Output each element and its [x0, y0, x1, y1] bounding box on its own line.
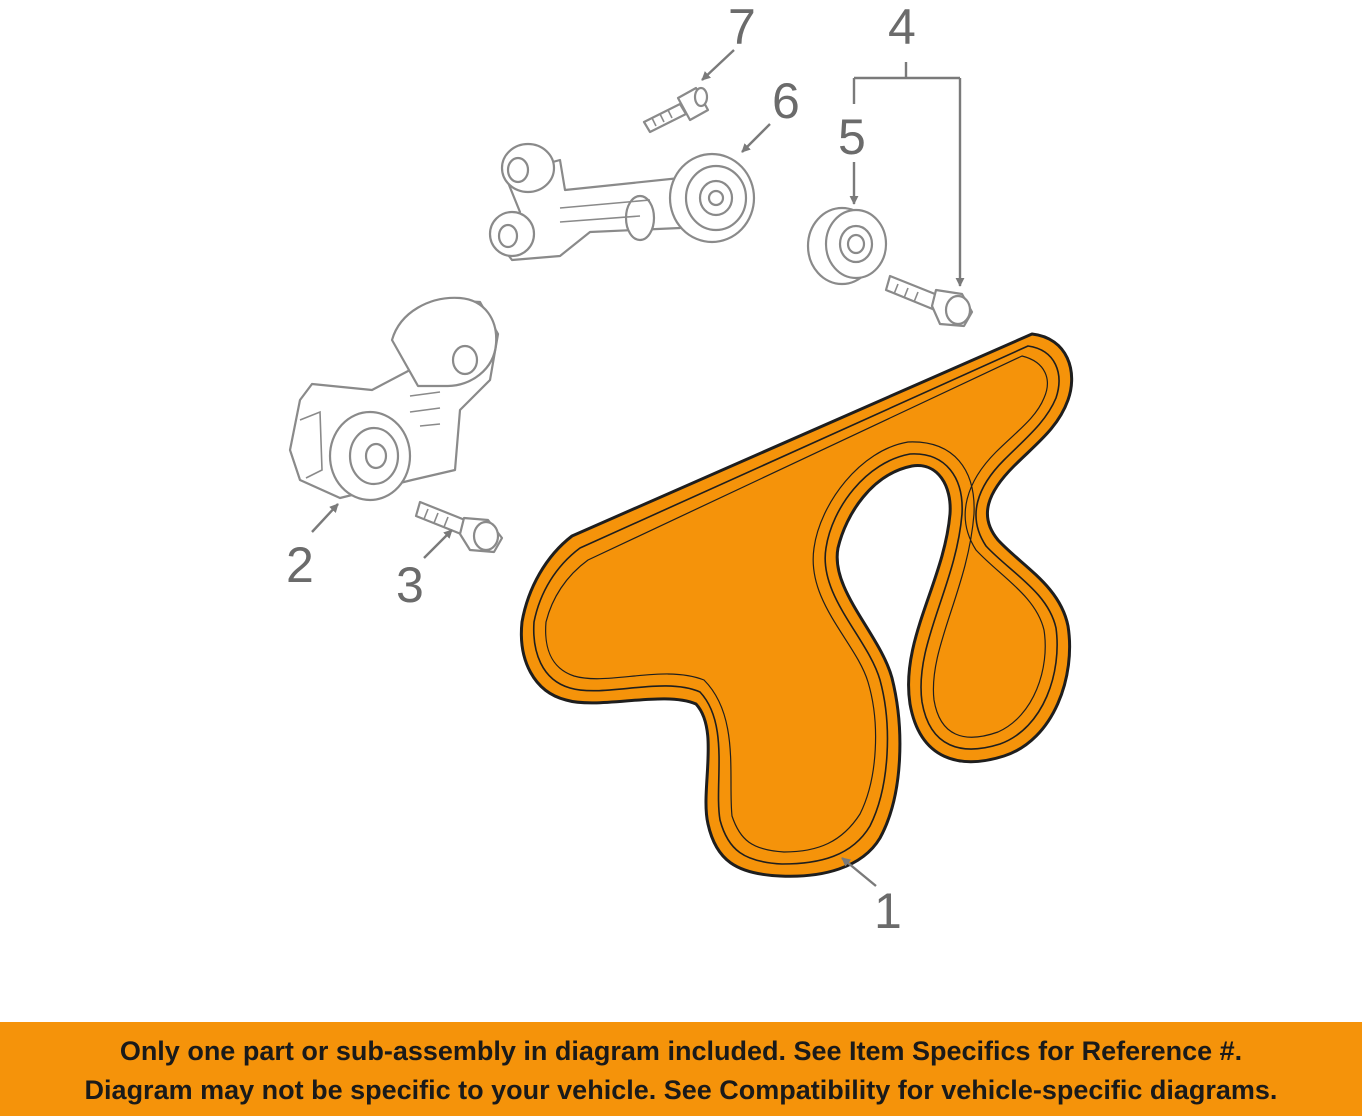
bolt-part-3: [414, 500, 504, 554]
disclaimer-line-1: Only one part or sub-assembly in diagram…: [119, 1036, 1243, 1066]
idler-pulley-part-5: [806, 206, 888, 286]
parts-diagram: 7 6 4 5 2 3 1: [286, 0, 1074, 939]
belt-ridge: [545, 355, 1048, 853]
callout-7: 7: [728, 0, 756, 55]
callout-3: 3: [396, 557, 424, 613]
belt-tensioner-part-2: [288, 296, 500, 502]
belt-inner-edge: [532, 345, 1060, 865]
callout-leaders: [311, 49, 965, 887]
callout-1: 1: [874, 883, 902, 939]
serpentine-belt-part-1: [519, 332, 1074, 878]
idler-bracket-part-6: [488, 142, 756, 262]
callout-4: 4: [888, 0, 916, 55]
disclaimer-banner: Only one part or sub-assembly in diagram…: [0, 1022, 1362, 1116]
callout-6: 6: [772, 73, 800, 129]
callout-5: 5: [838, 109, 866, 165]
disclaimer-line-2: Diagram may not be specific to your vehi…: [84, 1075, 1278, 1105]
bolt-part-7: [642, 86, 710, 134]
belt-shape: [519, 332, 1074, 878]
callout-2: 2: [286, 537, 314, 593]
bolt-part-4: [884, 274, 974, 328]
